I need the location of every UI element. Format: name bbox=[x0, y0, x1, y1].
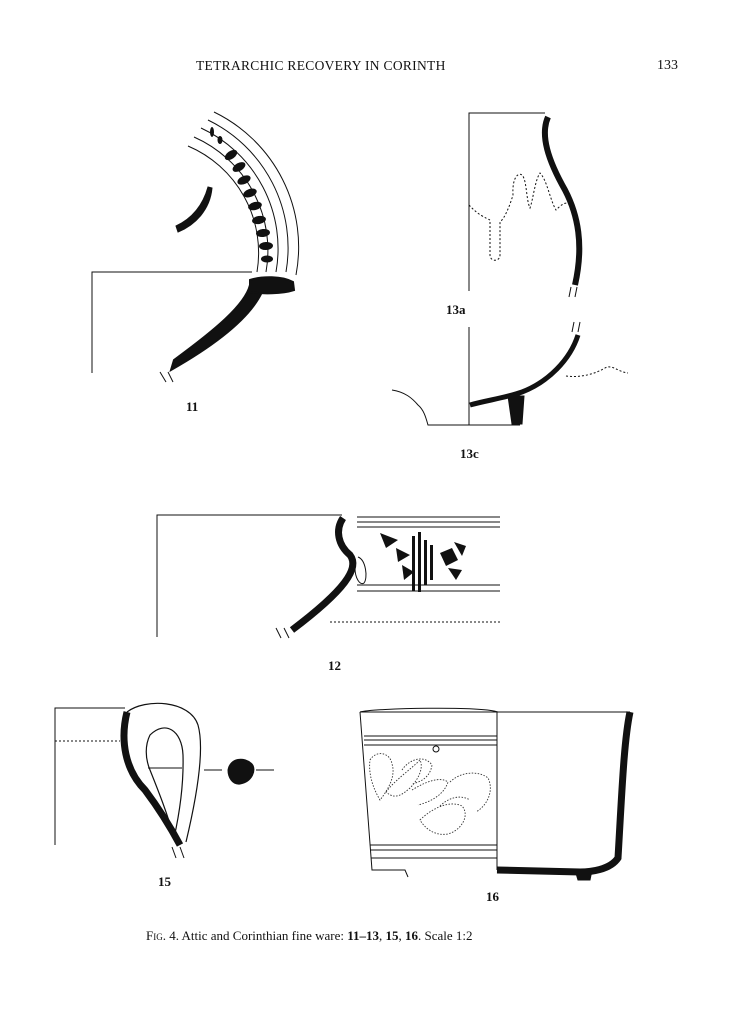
caption-fig-abbr: Fig. bbox=[146, 928, 166, 943]
caption-items-2: 15 bbox=[385, 928, 399, 943]
caption-text-after: . Scale 1:2 bbox=[418, 928, 473, 943]
profile-15 bbox=[54, 702, 274, 859]
profile-12 bbox=[156, 514, 500, 639]
caption-text-before: Attic and Corinthian fine ware: bbox=[178, 928, 348, 943]
profile-16 bbox=[359, 707, 634, 881]
running-title: TETRARCHIC RECOVERY IN CORINTH bbox=[196, 58, 446, 73]
label-13c: 13c bbox=[460, 446, 479, 461]
caption-items-1: 11–13 bbox=[347, 928, 380, 943]
profile-13c bbox=[391, 321, 629, 426]
profile-11 bbox=[91, 111, 300, 383]
relief-frieze-16 bbox=[369, 753, 491, 835]
rim-decoration-11 bbox=[210, 127, 273, 263]
page-number: 133 bbox=[657, 58, 678, 73]
running-head: TETRARCHIC RECOVERY IN CORINTH 133 bbox=[0, 58, 740, 78]
label-16: 16 bbox=[486, 889, 499, 904]
label-11: 11 bbox=[186, 399, 199, 414]
label-12: 12 bbox=[328, 658, 341, 673]
label-15: 15 bbox=[158, 874, 171, 889]
band-decoration-12 bbox=[380, 532, 466, 592]
caption-sep-2: , bbox=[398, 928, 406, 943]
caption-fig-number: 4. bbox=[169, 928, 179, 943]
figure-caption: Fig. 4. Attic and Corinthian fine ware: … bbox=[146, 928, 473, 944]
caption-sep-1: , bbox=[379, 928, 386, 943]
profile-13a bbox=[468, 112, 583, 298]
caption-items-3: 16 bbox=[405, 928, 419, 943]
label-13a: 13a bbox=[446, 302, 466, 317]
